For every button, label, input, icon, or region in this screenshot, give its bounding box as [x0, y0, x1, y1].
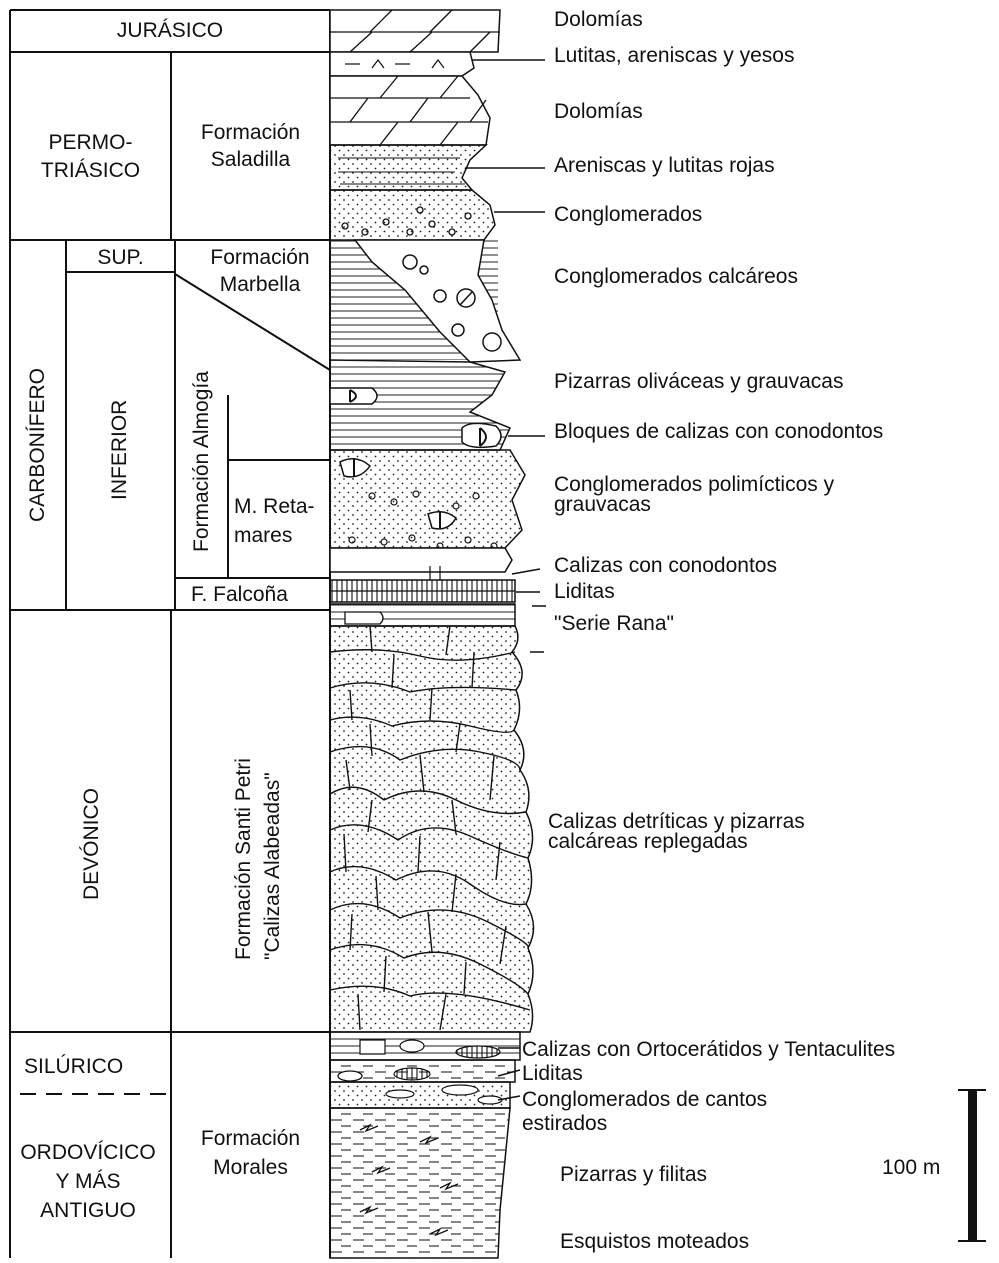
limestone-block [461, 422, 502, 449]
period-jurasico: JURÁSICO [116, 19, 224, 42]
scale-bar [958, 1089, 986, 1242]
formation-almogia: Formación Almogía [190, 371, 213, 552]
slate-schist-unit [329, 1107, 511, 1259]
lithology-label: Conglomerados polimícticos y grauvacas [554, 473, 835, 516]
period-carbonifero: CARBONÍFERO [26, 367, 49, 522]
detrital-limestone-unit [329, 625, 535, 1033]
formation-saladilla: Formación Saladilla [200, 121, 301, 171]
period-superior: SUP. [97, 246, 144, 269]
formation-marbella: Formación Marbella [210, 246, 310, 296]
period-devonico: DEVÓNICO [80, 787, 103, 900]
formation-santi-petri: Formación Santi Petri [232, 758, 255, 960]
lithology-label: Pizarras y filitas [560, 1163, 708, 1186]
lithology-label: Conglomerados calcáreos [554, 265, 798, 288]
lithology-label: Conglomerados [554, 203, 703, 226]
lithology-label: Bloques de calizas con conodontos [554, 420, 884, 443]
period-permotriasico: PERMO- TRIÁSICO [40, 131, 141, 182]
lithology-label: Calizas con conodontos [554, 554, 777, 577]
period-ordovicico: ORDOVÍCICO Y MÁS ANTIGUO [20, 1141, 156, 1222]
leader-lines [465, 59, 546, 1101]
lithology-label: Areniscas y lutitas rojas [554, 154, 775, 177]
lithology-label: Pizarras oliváceas y grauvacas [554, 370, 844, 393]
stretched-pebble-conglomerate-unit [329, 1081, 511, 1109]
lithology-label: Liditas [522, 1062, 583, 1085]
lithology-label: Conglomerados de cantos estirados [522, 1088, 768, 1135]
dolomite-upper-unit [329, 9, 501, 53]
period-inferior: INFERIOR [108, 399, 131, 500]
dolomite-lower-unit [329, 75, 491, 146]
scale-label: 100 m [882, 1156, 941, 1179]
formation-calizas-alabeadas: "Calizas Alabeadas" [261, 772, 284, 960]
lithology-label: Calizas detríticas y pizarras calcáreas … [548, 810, 805, 853]
lithology-label: "Serie Rana" [554, 612, 674, 635]
lithologic-column [329, 9, 535, 1259]
lithology-label: Calizas con Ortocerátidos y Tentaculites [522, 1038, 896, 1061]
formation-retamares: M. Reta- mares [234, 495, 315, 547]
lithology-label: Esquistos moteados [560, 1230, 750, 1253]
red-sandstone-unit [329, 144, 488, 191]
lithology-label: Dolomías [554, 8, 643, 31]
lithology-label: Lutitas, areniscas y yesos [554, 44, 795, 67]
period-silurico: SILÚRICO [24, 1055, 124, 1078]
lithology-label: Liditas [554, 580, 615, 603]
formation-morales: Formación Morales [200, 1127, 301, 1179]
lithology-label: Dolomías [554, 100, 643, 123]
conodont-limestone-unit [329, 547, 513, 573]
formation-falcona: F. Falcoña [191, 583, 288, 606]
